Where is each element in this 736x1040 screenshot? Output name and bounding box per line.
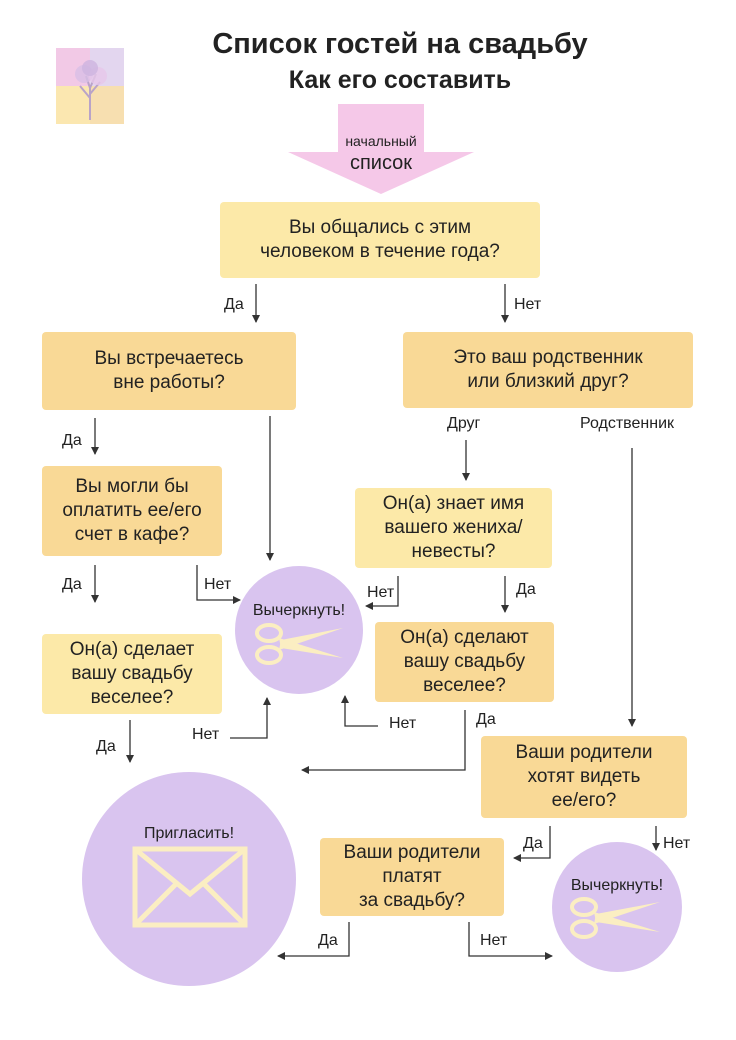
answer-yes-q7: Да (476, 711, 496, 728)
page-title: Список гостей на свадьбу (212, 28, 588, 60)
question-q9: Ваши родители платят за свадьбу? (320, 838, 504, 916)
cross-out-label-2: Вычеркнуть! (570, 877, 664, 894)
invite-circle (82, 772, 296, 986)
question-q8: Ваши родители хотят видеть ее/его? (481, 736, 687, 818)
answer-no-q8: Нет (663, 835, 691, 852)
logo-tree-icon (56, 48, 124, 124)
question-q5: Он(а) знает имя вашего жениха/ невесты? (355, 488, 552, 568)
answer-no-q6: Нет (192, 726, 220, 743)
answer-yes-q6: Да (96, 738, 116, 755)
answer-no-q4: Нет (204, 576, 232, 593)
scissors-icon (570, 892, 662, 942)
question-q7: Он(а) сделают вашу свадьбу веселее? (375, 622, 554, 702)
question-q3: Это ваш родственник или близкий друг? (403, 332, 693, 408)
answer-no-q7: Нет (389, 715, 417, 732)
answer-friend-q3: Друг (447, 415, 481, 432)
scissors-icon (255, 618, 345, 668)
answer-yes-q9: Да (318, 932, 338, 949)
answer-yes-q2: Да (62, 432, 82, 449)
answer-no-q5: Нет (367, 584, 395, 601)
invite-label: Пригласить! (143, 825, 235, 842)
answer-no-q1: Нет (514, 296, 542, 313)
answer-yes-q8: Да (523, 835, 543, 852)
answer-yes-q4: Да (62, 576, 82, 593)
envelope-icon (132, 846, 248, 928)
answer-yes-q1: Да (224, 296, 244, 313)
answer-yes-q5: Да (516, 581, 536, 598)
answer-relative-q3: Родственник (580, 415, 675, 432)
question-q6: Он(а) сделает вашу свадьбу веселее? (42, 634, 222, 714)
question-q4: Вы могли бы оплатить ее/его счет в кафе? (42, 466, 222, 556)
question-q1: Вы общались с этим человеком в течение г… (220, 202, 540, 278)
page-subtitle: Как его составить (288, 66, 512, 94)
start-arrow (288, 104, 474, 194)
answer-no-q9: Нет (480, 932, 508, 949)
cross-out-label-1: Вычеркнуть! (252, 602, 346, 619)
start-label-1: начальный (345, 133, 417, 149)
start-label-2: список (349, 152, 413, 174)
question-q2: Вы встречаетесь вне работы? (42, 332, 296, 410)
